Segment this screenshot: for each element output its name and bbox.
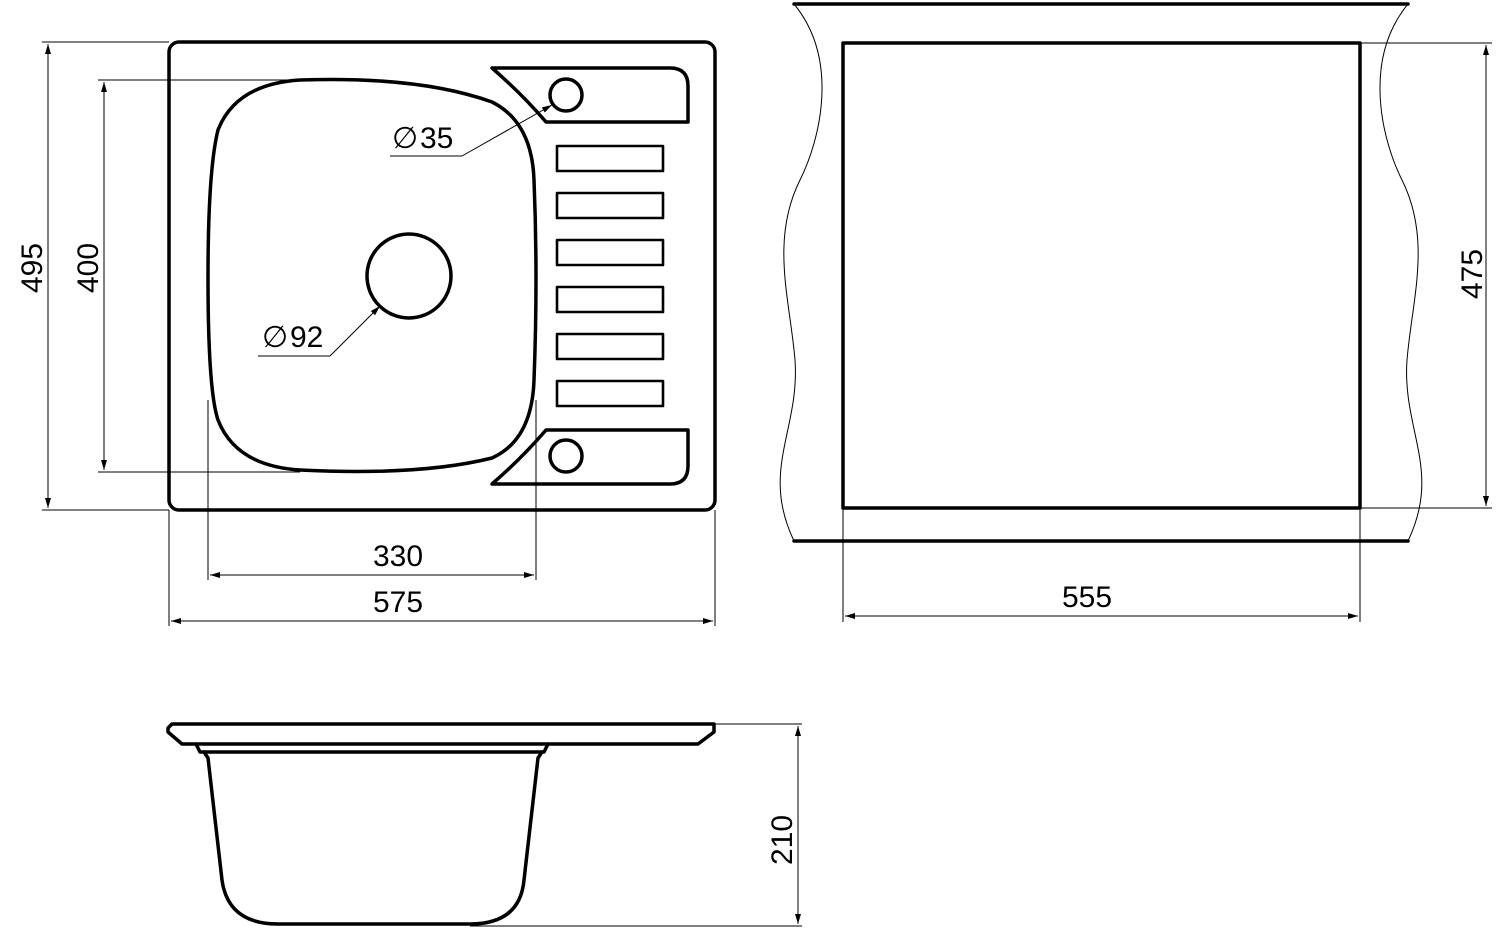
- top-view: 495 400 330 575 ∅ 35: [16, 40, 717, 626]
- dim-bowl-width: 330: [207, 400, 537, 580]
- diameter-symbol: ∅: [392, 122, 418, 155]
- dim-label-92: 92: [290, 321, 323, 354]
- drainer-slot: [555, 144, 665, 173]
- dim-bowl-height: 400: [72, 79, 300, 473]
- drainer-slot: [555, 285, 665, 314]
- side-view: 210: [166, 722, 802, 927]
- dim-label-210: 210: [766, 815, 799, 865]
- upper-tap-hole: [548, 77, 584, 113]
- leader-tap-hole-diameter: ∅ 35: [390, 104, 553, 157]
- drainer-slot: [555, 379, 665, 408]
- sink-outer-rim: [167, 40, 717, 512]
- dim-cutout-height: 475: [1360, 42, 1492, 509]
- lower-tap-hole: [548, 438, 584, 474]
- side-rim-ledge: [194, 742, 550, 754]
- upper-tap-hole-recess: [490, 66, 690, 124]
- drainer-slot: [555, 191, 665, 220]
- leader-drain-diameter: ∅ 92: [258, 305, 381, 357]
- dim-overall-height: 495: [16, 41, 169, 511]
- drain-hole: [365, 232, 453, 320]
- side-rim-profile: [166, 722, 716, 746]
- drainer-slots: [555, 144, 665, 408]
- dim-label-475: 475: [1456, 249, 1489, 299]
- right-break-line: [1379, 3, 1423, 542]
- dim-overall-width: 575: [168, 510, 716, 626]
- side-bowl-body: [202, 750, 544, 926]
- drainer-slot: [555, 332, 665, 361]
- cutout-view: 475 555: [779, 2, 1492, 622]
- dim-label-575: 575: [373, 586, 423, 619]
- dim-label-555: 555: [1062, 581, 1112, 614]
- sink-bowl-outline: [206, 77, 538, 474]
- lower-tap-hole-recess: [490, 428, 690, 486]
- left-break-line: [779, 3, 823, 542]
- dim-depth: 210: [470, 723, 802, 927]
- cutout-opening: [841, 41, 1362, 510]
- dim-label-495: 495: [16, 243, 49, 293]
- dim-cutout-width: 555: [842, 508, 1361, 622]
- dim-label-35: 35: [420, 122, 453, 155]
- drainer-slot: [555, 238, 665, 267]
- dim-label-400: 400: [72, 243, 105, 293]
- dim-label-330: 330: [373, 540, 423, 573]
- diameter-symbol: ∅: [262, 321, 288, 354]
